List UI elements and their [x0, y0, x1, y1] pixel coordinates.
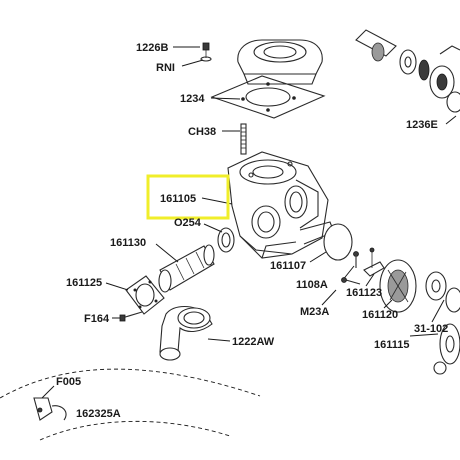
- part-161105-housing: [227, 151, 335, 259]
- dashed-connector: [0, 368, 261, 399]
- label-161120: 161120: [362, 309, 398, 321]
- label-1108a: 1108A: [296, 279, 328, 291]
- label-1222aw: 1222AW: [232, 336, 275, 348]
- part-161115: [433, 323, 460, 375]
- label-161105: 161105: [160, 193, 196, 205]
- label-1236e: 1236E: [406, 119, 438, 131]
- part-1222aw-elbow: [159, 305, 213, 361]
- part-1226b-screw: [200, 42, 212, 62]
- top-pump-body: [237, 39, 323, 85]
- part-161125-flange: [125, 275, 165, 315]
- part-f164-screw: [119, 311, 143, 322]
- part-1234-gasket: [210, 75, 326, 119]
- label-162325a: 162325A: [76, 408, 121, 420]
- highlight-box: [146, 174, 230, 220]
- part-m23a-screw: [341, 277, 361, 285]
- label-ch38: CH38: [188, 126, 216, 138]
- label-161125: 161125: [66, 277, 102, 289]
- part-161130-hose-barb: [158, 244, 215, 293]
- part-161123-bracket: [363, 247, 385, 277]
- label-1234: 1234: [180, 93, 205, 105]
- label-161123: 161123: [346, 287, 382, 299]
- part-f005: [33, 397, 67, 421]
- label-rni: RNI: [156, 62, 175, 74]
- label-m23a: M23A: [300, 306, 329, 318]
- label-161130: 161130: [110, 237, 146, 249]
- label-1226b: 1226B: [136, 42, 168, 54]
- part-ch38-stud: [240, 123, 247, 155]
- label-f164: F164: [84, 313, 110, 325]
- label-161107: 161107: [270, 260, 306, 272]
- part-161107-gasket: [323, 223, 353, 261]
- label-31-102: 31-102: [414, 323, 448, 335]
- part-31-102-ring: [425, 271, 460, 313]
- part-161120-cover: [379, 259, 417, 313]
- label-161115: 161115: [374, 339, 410, 351]
- part-1108a-pin: [353, 251, 359, 268]
- dashed-connector-lower: [39, 420, 231, 441]
- label-o254: O254: [174, 217, 202, 229]
- part-o254-oring: [217, 227, 235, 253]
- part-1236e-seal-stack: [355, 29, 460, 113]
- label-f005: F005: [56, 376, 81, 388]
